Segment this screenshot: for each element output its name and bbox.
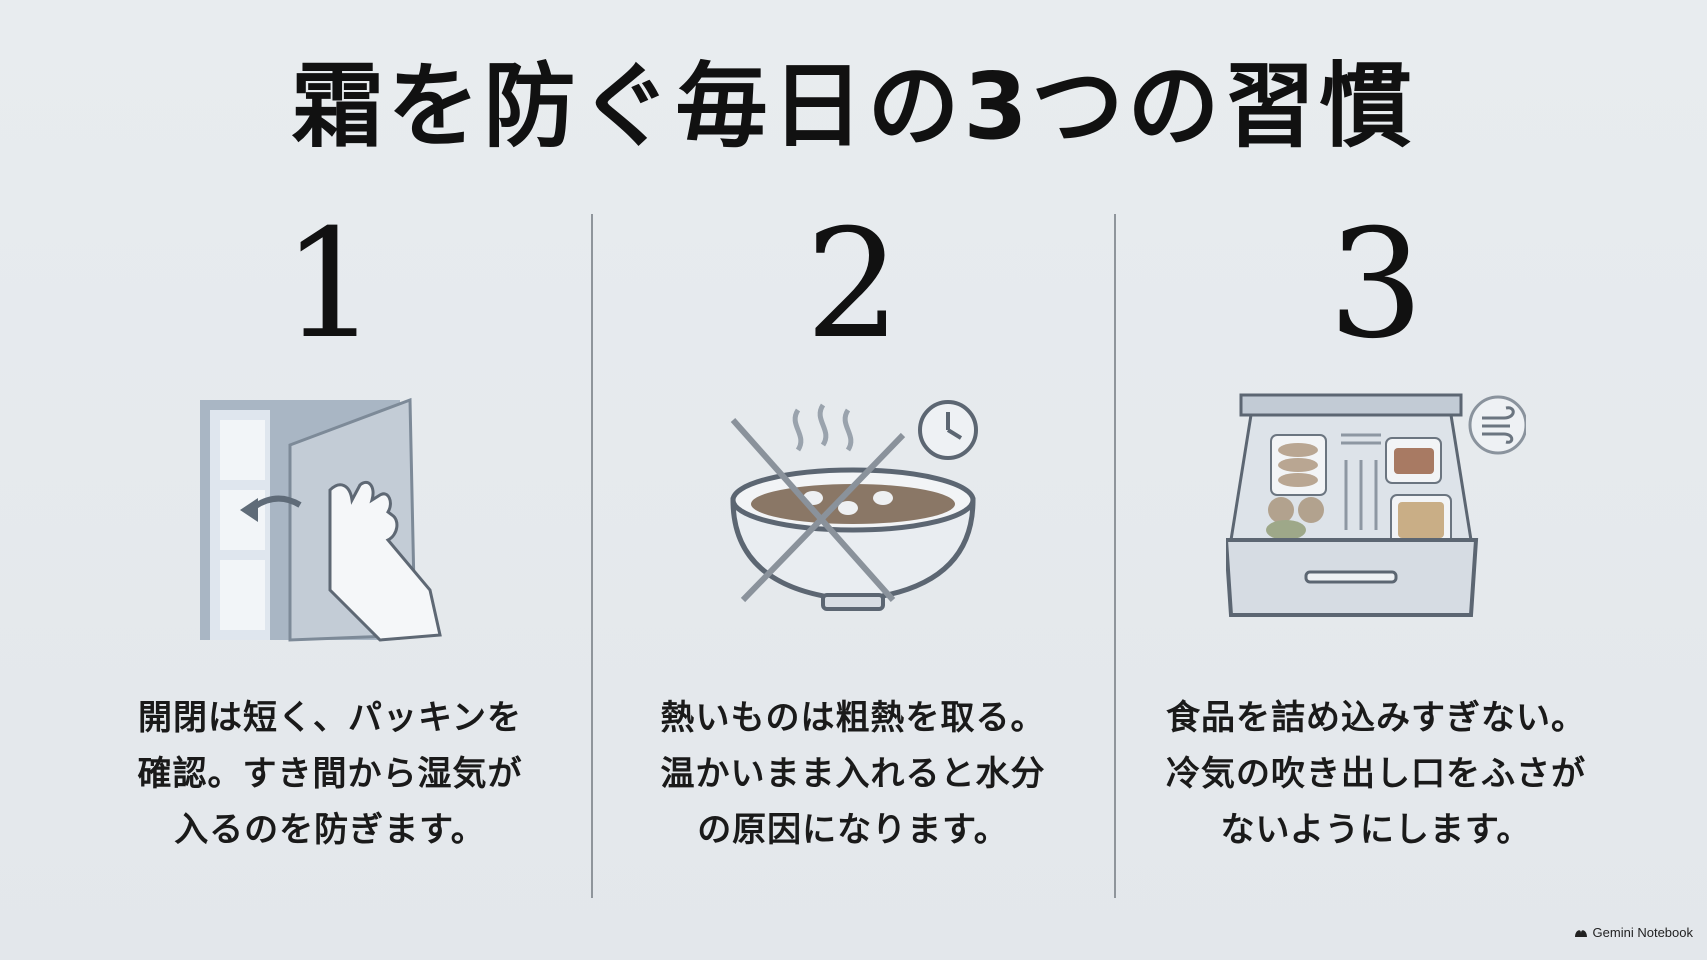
habit-line: 熱いものは粗熱を取る。: [660, 698, 1046, 738]
habit-description: 開閉は短く、パッキンを 確認。すき間から湿気が 入るのを防ぎます。: [80, 690, 580, 858]
column-divider-1: [591, 214, 593, 898]
brand-watermark: Gemini Notebook: [1574, 925, 1693, 940]
habit-3: 3 食品を詰め込みすぎない。 冷気の吹: [1116, 200, 1636, 900]
brand-logo-icon: [1574, 929, 1587, 937]
habit-number: 2: [805, 198, 901, 372]
freezer-drawer-airflow-icon: [1226, 393, 1526, 617]
hot-soup-crossed-clock-icon: [730, 400, 978, 611]
habit-line: 温かいまま入れると水分: [660, 754, 1046, 794]
brand-name: Gemini Notebook: [1592, 925, 1693, 940]
habit-1: 1 開閉は短く、パッキンを 確認。すき間から湿気が 入るのを防ぎます。: [70, 200, 590, 900]
habit-description: 熱いものは粗熱を取る。 温かいまま入れると水分 の原因になります。: [603, 690, 1103, 858]
habit-line: 確認。すき間から湿気が: [137, 754, 523, 794]
page-title: 霜を防ぐ毎日の3つの習慣: [291, 53, 1416, 160]
column-divider-2: [1114, 214, 1116, 898]
habit-number: 1: [282, 198, 378, 372]
habit-line: の原因になります。: [697, 810, 1009, 850]
habit-line: ないようにします。: [1220, 810, 1532, 850]
habit-description: 食品を詰め込みすぎない。 冷気の吹き出し口をふさが ないようにします。: [1126, 690, 1626, 858]
habit-line: 入るのを防ぎます。: [174, 810, 486, 850]
habit-number: 3: [1328, 198, 1424, 372]
freezer-door-hand-icon: [200, 397, 442, 642]
habit-line: 食品を詰め込みすぎない。: [1166, 698, 1586, 738]
habit-line: 開閉は短く、パッキンを: [138, 698, 522, 738]
habit-2: 2 熱いものは粗熱を取る。 温かいまま入れると水分 の原因になります。: [593, 200, 1113, 900]
habit-line: 冷気の吹き出し口をふさが: [1166, 754, 1586, 794]
